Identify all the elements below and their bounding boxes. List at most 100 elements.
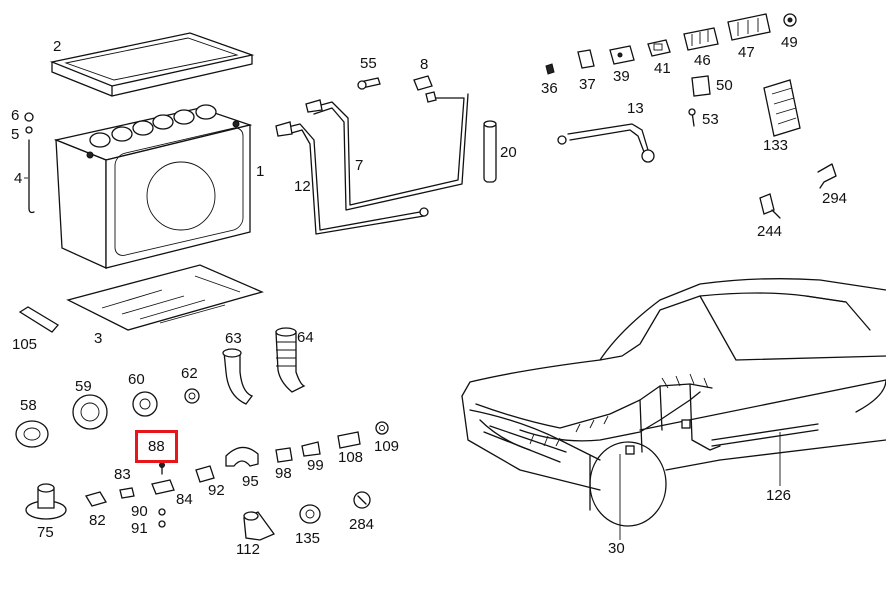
relay-part-50[interactable] [691,75,711,97]
label-part-88-selected[interactable]: 88 [135,430,178,463]
terminal-part[interactable] [357,77,381,90]
insulating-sleeve-part[interactable] [483,120,497,183]
screw-part-88[interactable] [159,462,165,475]
leader-lines [24,177,781,540]
label-part-50[interactable]: 50 [716,77,733,94]
label-part-60[interactable]: 60 [128,371,145,388]
grommet-part-109[interactable] [375,421,389,435]
label-part-37[interactable]: 37 [579,76,596,93]
label-part-6[interactable]: 6 [11,107,20,124]
clip-part-84[interactable] [151,479,175,495]
label-part-84[interactable]: 84 [176,491,193,508]
label-part-63[interactable]: 63 [225,330,242,347]
battery-frame-part[interactable] [49,32,255,97]
label-part-53[interactable]: 53 [702,111,719,128]
clip-part-98[interactable] [275,447,293,463]
label-part-105[interactable]: 105 [12,336,38,353]
label-part-244[interactable]: 244 [757,223,783,240]
grommet-part-58[interactable] [15,420,49,448]
label-part-75[interactable]: 75 [37,524,54,541]
screw-part-36[interactable] [545,63,555,75]
label-part-13[interactable]: 13 [627,100,644,117]
clip-part-82[interactable] [85,491,107,507]
cap-part-75[interactable] [25,483,67,520]
label-part-39[interactable]: 39 [613,68,630,85]
grommet-part-49[interactable] [783,13,797,27]
label-part-133[interactable]: 133 [763,137,789,154]
plug-part-244[interactable] [759,193,781,219]
label-part-20[interactable]: 20 [500,144,517,161]
fuse-box-part-133[interactable] [763,79,801,137]
label-part-64[interactable]: 64 [297,329,314,346]
label-part-83[interactable]: 83 [114,466,131,483]
label-part-1[interactable]: 1 [256,163,265,180]
label-part-294[interactable]: 294 [822,190,848,207]
wiring-harness-part-30[interactable] [475,373,721,455]
clamp-part-95[interactable] [225,446,259,467]
clip-part-108[interactable] [337,431,361,449]
terminal-cap-part[interactable] [413,75,433,91]
clip-part-294[interactable] [817,163,837,189]
label-part-58[interactable]: 58 [20,397,37,414]
label-part-284[interactable]: 284 [349,516,375,533]
grommet-part-135[interactable] [299,504,321,524]
terminal-block-part-46[interactable] [683,27,719,51]
label-part-59[interactable]: 59 [75,378,92,395]
label-part-46[interactable]: 46 [694,52,711,69]
clip-part-92[interactable] [195,465,215,483]
label-part-36[interactable]: 36 [541,80,558,97]
label-part-12[interactable]: 12 [294,178,311,195]
pin-part-53[interactable] [688,108,696,127]
label-part-95[interactable]: 95 [242,473,259,490]
plug-part-37[interactable] [577,49,595,69]
clip-part-99[interactable] [301,441,321,457]
hold-down-rod-part[interactable] [24,112,35,214]
label-part-5[interactable]: 5 [11,126,20,143]
label-part-7[interactable]: 7 [355,157,364,174]
bracket-plate-part[interactable] [18,306,59,333]
label-part-135[interactable]: 135 [295,530,321,547]
label-part-99[interactable]: 99 [307,457,324,474]
clamp-part-284[interactable] [353,491,371,509]
battery-cable-part[interactable] [305,91,469,211]
label-part-108[interactable]: 108 [338,449,364,466]
label-part-98[interactable]: 98 [275,465,292,482]
label-part-62[interactable]: 62 [181,365,198,382]
label-part-55[interactable]: 55 [360,55,377,72]
grommet-part-59[interactable] [72,394,108,430]
clip-part-83[interactable] [119,487,135,499]
connector-part-41[interactable] [647,39,671,57]
label-part-8[interactable]: 8 [420,56,429,73]
label-part-82[interactable]: 82 [89,512,106,529]
label-part-109[interactable]: 109 [374,438,400,455]
bellows-grommet-part-64[interactable] [275,327,306,393]
battery-part[interactable] [53,104,253,270]
nut-part-90[interactable] [158,508,166,516]
battery-mat-part[interactable] [66,264,264,331]
boot-part-112[interactable] [243,511,276,541]
label-part-41[interactable]: 41 [654,60,671,77]
label-part-112[interactable]: 112 [236,541,260,558]
grommet-part-63[interactable] [222,348,254,405]
label-part-49[interactable]: 49 [781,34,798,51]
label-part-30[interactable]: 30 [608,540,625,557]
label-part-3[interactable]: 3 [94,330,103,347]
washer-part-91[interactable] [158,520,166,528]
label-part-92[interactable]: 92 [208,482,225,499]
label-part-90[interactable]: 90 [131,503,148,520]
label-part-91[interactable]: 91 [131,520,148,537]
label-part-2[interactable]: 2 [53,38,62,55]
label-part-47[interactable]: 47 [738,44,755,61]
wiring-harness-part-126[interactable] [711,423,819,447]
label-part-126[interactable]: 126 [766,487,792,504]
label-part-4[interactable]: 4 [14,170,23,187]
grommet-part-62[interactable] [184,388,200,404]
connector-part-39[interactable] [609,45,635,65]
ground-cable-part[interactable] [275,121,429,235]
terminal-block-part-47[interactable] [727,13,771,41]
vehicle-outline [461,278,886,527]
grommet-part-60[interactable] [132,391,158,417]
ground-strap-part[interactable] [557,123,655,163]
